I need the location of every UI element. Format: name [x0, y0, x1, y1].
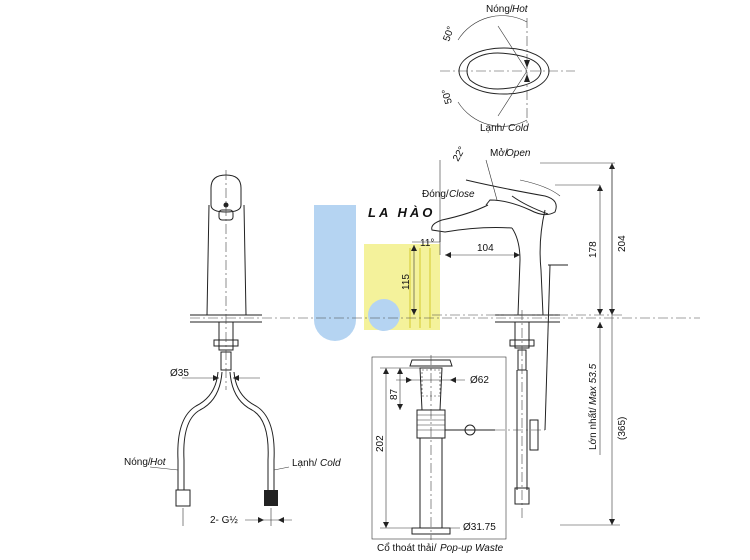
open-label-en: Open: [506, 148, 531, 159]
front-hot-label-en: Hot: [150, 457, 167, 468]
thread-label: 2- G½: [210, 515, 238, 526]
dia-62-label: Ø62: [470, 375, 489, 386]
dim-202-label: 202: [375, 435, 386, 452]
max-label-vi: Lớn nhất/: [587, 407, 599, 450]
dim-365-label: (365): [617, 417, 628, 440]
side-view: [190, 159, 700, 526]
dia-35-label: Ø35: [170, 368, 189, 379]
close-label-en: Close: [449, 189, 475, 200]
angle-50-top: 50°: [441, 25, 457, 43]
front-view: [149, 170, 292, 526]
dim-178-label: 178: [588, 241, 599, 258]
front-cold-label-en: Cold: [320, 458, 341, 469]
pop-up-waste: [371, 355, 545, 540]
max-label-en: Max 53.5: [588, 363, 599, 405]
open-label-vi: Mở/: [490, 147, 508, 159]
top-cold-label-vi: Lạnh/: [480, 123, 505, 134]
waste-label-en: Pop-up Waste: [440, 543, 504, 554]
dim-204-label: 204: [617, 235, 628, 252]
close-label-vi: Đóng/: [422, 189, 449, 200]
logo-text: LA HÀO: [368, 205, 435, 220]
angle-22-label: 22°: [451, 145, 468, 164]
dim-87-label: 87: [389, 388, 400, 400]
top-hot-label-vi: Nóng/: [486, 4, 513, 15]
la-hao-logo: [314, 205, 440, 341]
angle-11-label: 11°: [420, 238, 434, 249]
dia-3175-label: Ø31.75: [463, 522, 496, 533]
angle-50-bottom: 50°: [440, 88, 455, 105]
top-view: [440, 15, 575, 127]
top-hot-label-en: Hot: [512, 4, 529, 15]
dim-115-label: 115: [401, 274, 412, 290]
front-hot-label-vi: Nóng/: [124, 457, 151, 468]
dim-104-label: 104: [477, 243, 494, 254]
waste-label-vi: Cổ thoát thải/: [377, 542, 437, 554]
front-cold-label-vi: Lạnh/: [292, 458, 317, 469]
top-cold-label-en: Cold: [508, 123, 529, 134]
